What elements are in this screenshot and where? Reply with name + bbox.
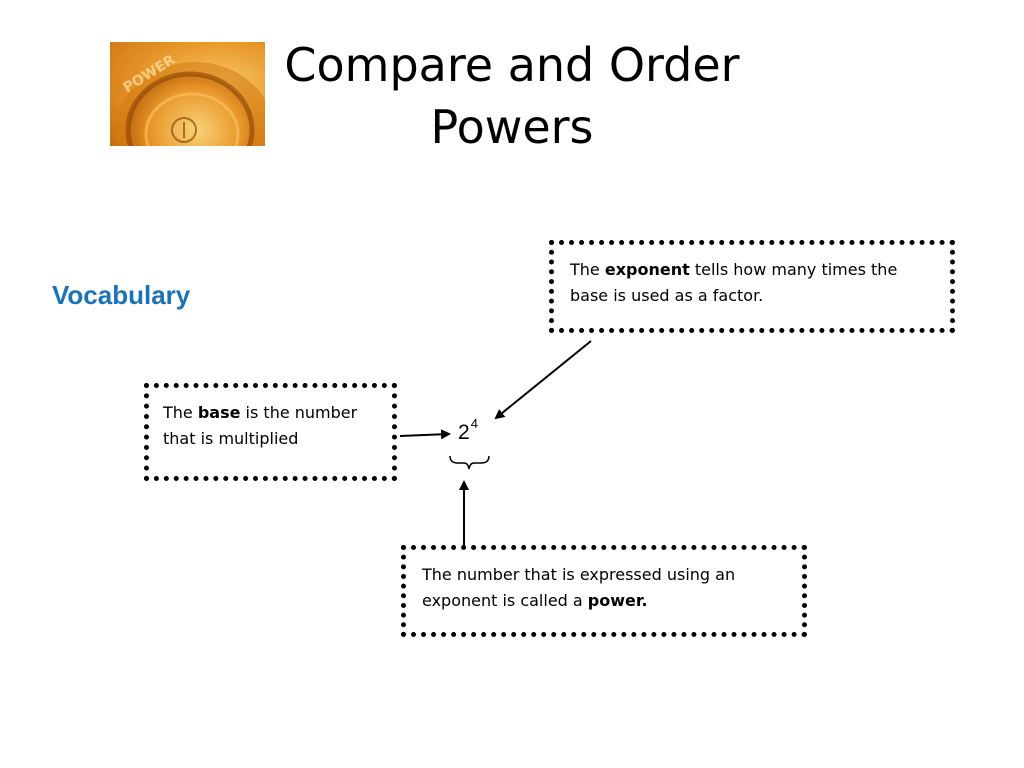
base-term: base [197, 403, 241, 422]
power-button-image: POWER [110, 42, 265, 146]
expression-base: 2 [458, 421, 470, 444]
power-button-icon: POWER [115, 52, 265, 146]
base-text-post: is the number that is multiplied [163, 403, 358, 448]
base-definition-box: The base is the number that is multiplie… [144, 383, 397, 481]
exponent-text-pre: The [570, 260, 605, 279]
base-arrow [399, 429, 451, 440]
power-expression: 24 [458, 416, 478, 445]
slide-title: Compare and Order Powers [262, 34, 762, 158]
title-line-2: Powers [430, 100, 594, 154]
exponent-arrow [494, 340, 592, 420]
power-text-pre: The number that is expressed using an ex… [422, 565, 736, 610]
vocabulary-heading: Vocabulary [52, 280, 191, 310]
exponent-term: exponent [604, 260, 690, 279]
exponent-definition-box: The exponent tells how many times the ba… [549, 240, 955, 333]
power-brace [449, 455, 490, 470]
base-text-pre: The [163, 403, 198, 422]
power-term: power. [587, 591, 648, 610]
exponent-text-post: tells how many times the base is used as… [570, 260, 898, 305]
title-line-1: Compare and Order [284, 38, 740, 92]
expression-exponent: 4 [470, 416, 478, 431]
power-definition-box: The number that is expressed using an ex… [401, 545, 807, 637]
